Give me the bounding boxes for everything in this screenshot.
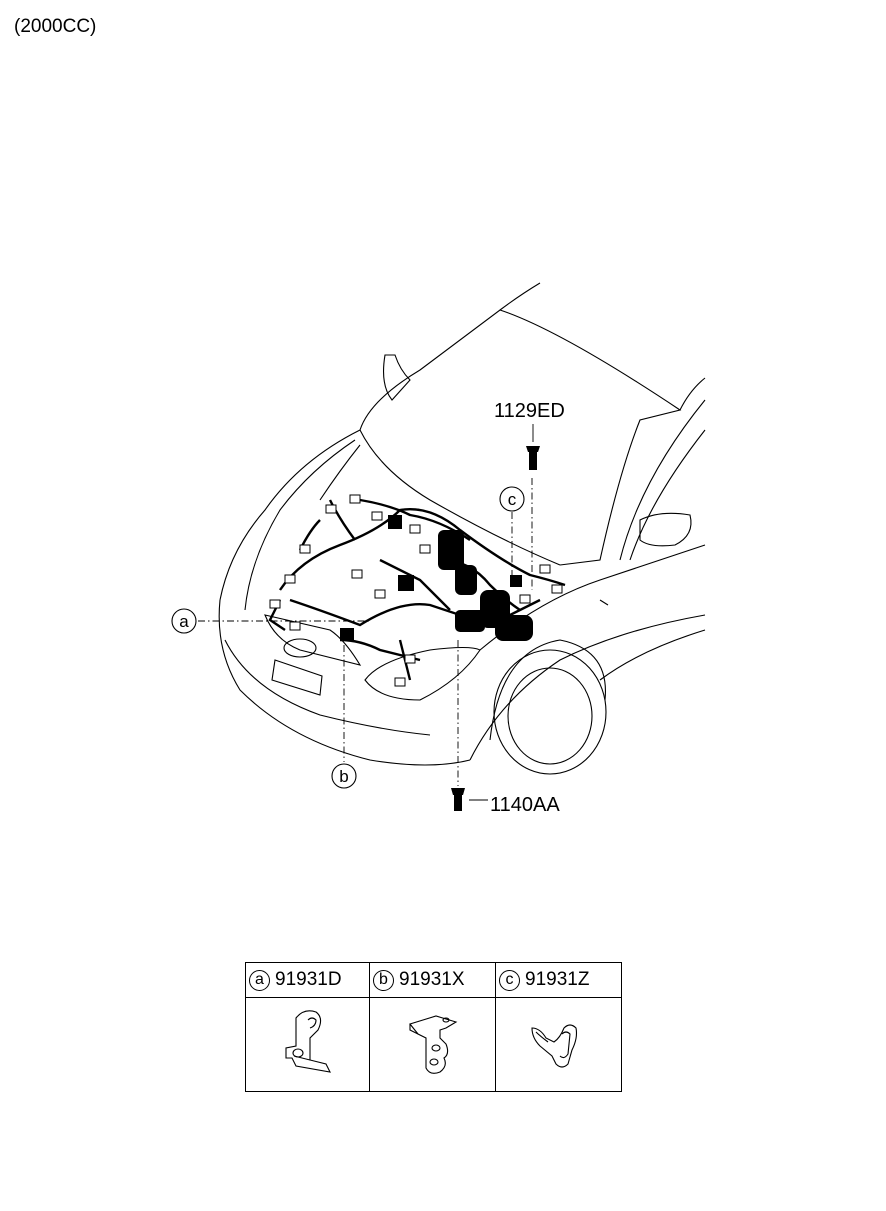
tag-a: a (249, 969, 270, 991)
bracket-b-icon (409, 1015, 458, 1074)
part-number-a: 91931D (275, 969, 342, 990)
part-image-a (245, 997, 370, 1092)
part-image-c (495, 997, 622, 1092)
tag-c: c (499, 969, 520, 991)
bolt-1140aa-icon (451, 788, 465, 811)
leader-lines (198, 424, 534, 801)
svg-text:a: a (179, 612, 189, 631)
svg-text:c: c (508, 490, 517, 509)
callout-a: a (171, 608, 197, 634)
clip-c-icon (531, 1024, 578, 1068)
part-number-b: 91931X (399, 969, 465, 990)
car-body (218, 282, 706, 775)
tag-b: b (373, 969, 394, 991)
callout-1129ed: 1129ED (494, 400, 565, 422)
callout-c: c (499, 486, 525, 512)
parts-table-images (245, 997, 622, 1092)
bolt-1129ed-icon (526, 446, 540, 470)
part-number-c: 91931Z (525, 969, 590, 990)
engine-note: (2000CC) (14, 16, 97, 37)
callout-1140aa: 1140AA (490, 794, 560, 816)
svg-text:b: b (339, 767, 348, 786)
callout-b: b (331, 763, 357, 789)
wiring-harness (268, 494, 566, 687)
part-image-b (369, 997, 496, 1092)
bracket-a-icon (285, 1010, 331, 1073)
